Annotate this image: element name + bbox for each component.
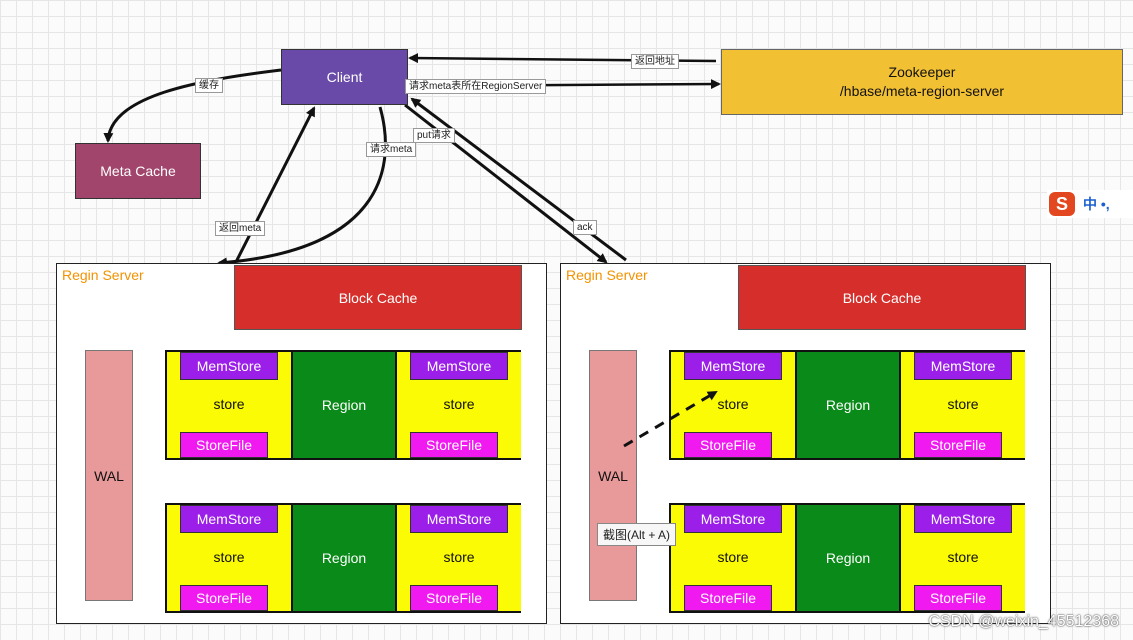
region: Region bbox=[293, 352, 395, 458]
storefile: StoreFile bbox=[914, 585, 1002, 611]
store-label: store bbox=[947, 396, 979, 412]
edge-label-ack: ack bbox=[573, 220, 597, 235]
memstore: MemStore bbox=[410, 352, 508, 380]
region: Region bbox=[797, 505, 899, 611]
store-label: store bbox=[213, 549, 245, 565]
region: Region bbox=[797, 352, 899, 458]
storefile: StoreFile bbox=[684, 585, 772, 611]
edge-label-return-address: 返回地址 bbox=[631, 54, 679, 69]
wal: WAL bbox=[589, 350, 637, 601]
store-left: MemStore store StoreFile bbox=[167, 352, 291, 458]
edge-ack bbox=[410, 97, 627, 262]
region-group: MemStore store StoreFile Region MemStore… bbox=[165, 350, 521, 460]
edge-label-cache: 缓存 bbox=[195, 78, 223, 93]
memstore: MemStore bbox=[180, 352, 278, 380]
edge-label-request-meta: 请求meta bbox=[366, 142, 417, 157]
store-label: store bbox=[947, 549, 979, 565]
store-left: MemStore store StoreFile bbox=[671, 505, 795, 611]
region-server-2: Regin Server Block Cache WAL MemStore st… bbox=[560, 263, 1051, 624]
memstore: MemStore bbox=[180, 505, 278, 533]
block-cache: Block Cache bbox=[738, 265, 1026, 330]
memstore: MemStore bbox=[914, 352, 1012, 380]
region-group: MemStore store StoreFile Region MemStore… bbox=[669, 503, 1025, 613]
store-label: store bbox=[443, 396, 475, 412]
region-group: MemStore store StoreFile Region MemStore… bbox=[669, 350, 1025, 460]
store-label: store bbox=[443, 549, 475, 565]
memstore: MemStore bbox=[410, 505, 508, 533]
memstore: MemStore bbox=[684, 505, 782, 533]
store-label: store bbox=[717, 396, 749, 412]
store-right: MemStore store StoreFile bbox=[901, 352, 1025, 458]
watermark: CSDN @weixin_45512368 bbox=[928, 613, 1119, 630]
edge-return-meta bbox=[234, 106, 316, 263]
screenshot-tooltip: 截图(Alt + A) bbox=[597, 523, 677, 546]
zookeeper-path: /hbase/meta-region-server bbox=[839, 83, 1005, 99]
region-server-1: Regin Server Block Cache WAL MemStore st… bbox=[56, 263, 547, 624]
region-group: MemStore store StoreFile Region MemStore… bbox=[165, 503, 521, 613]
meta-cache-node: Meta Cache bbox=[75, 143, 201, 199]
region-server-label: Regin Server bbox=[566, 267, 648, 283]
wal: WAL bbox=[85, 350, 133, 601]
store-right: MemStore store StoreFile bbox=[397, 505, 521, 611]
region: Region bbox=[293, 505, 395, 611]
zookeeper-title: Zookeeper bbox=[888, 64, 956, 80]
storefile: StoreFile bbox=[410, 432, 498, 458]
store-label: store bbox=[213, 396, 245, 412]
ime-mode-text: 中 •, bbox=[1083, 196, 1110, 212]
store-right: MemStore store StoreFile bbox=[397, 352, 521, 458]
store-left: MemStore store StoreFile bbox=[167, 505, 291, 611]
zookeeper-node: Zookeeper /hbase/meta-region-server bbox=[721, 49, 1123, 115]
store-left: MemStore store StoreFile bbox=[671, 352, 795, 458]
storefile: StoreFile bbox=[914, 432, 1002, 458]
storefile: StoreFile bbox=[684, 432, 772, 458]
edge-request-meta bbox=[217, 106, 387, 268]
memstore: MemStore bbox=[914, 505, 1012, 533]
ime-toolbar[interactable]: S 中 •, bbox=[1047, 190, 1133, 218]
storefile: StoreFile bbox=[410, 585, 498, 611]
edge-label-request-meta-server: 请求meta表所在RegionServer bbox=[405, 79, 547, 94]
memstore: MemStore bbox=[684, 352, 782, 380]
edge-label-put-request: put请求 bbox=[413, 128, 455, 143]
store-label: store bbox=[717, 549, 749, 565]
sogou-logo-icon: S bbox=[1049, 192, 1075, 216]
region-server-label: Regin Server bbox=[62, 267, 144, 283]
client-node: Client bbox=[281, 49, 408, 105]
block-cache: Block Cache bbox=[234, 265, 522, 330]
store-right: MemStore store StoreFile bbox=[901, 505, 1025, 611]
edge-label-return-meta: 返回meta bbox=[215, 221, 266, 236]
storefile: StoreFile bbox=[180, 585, 268, 611]
storefile: StoreFile bbox=[180, 432, 268, 458]
